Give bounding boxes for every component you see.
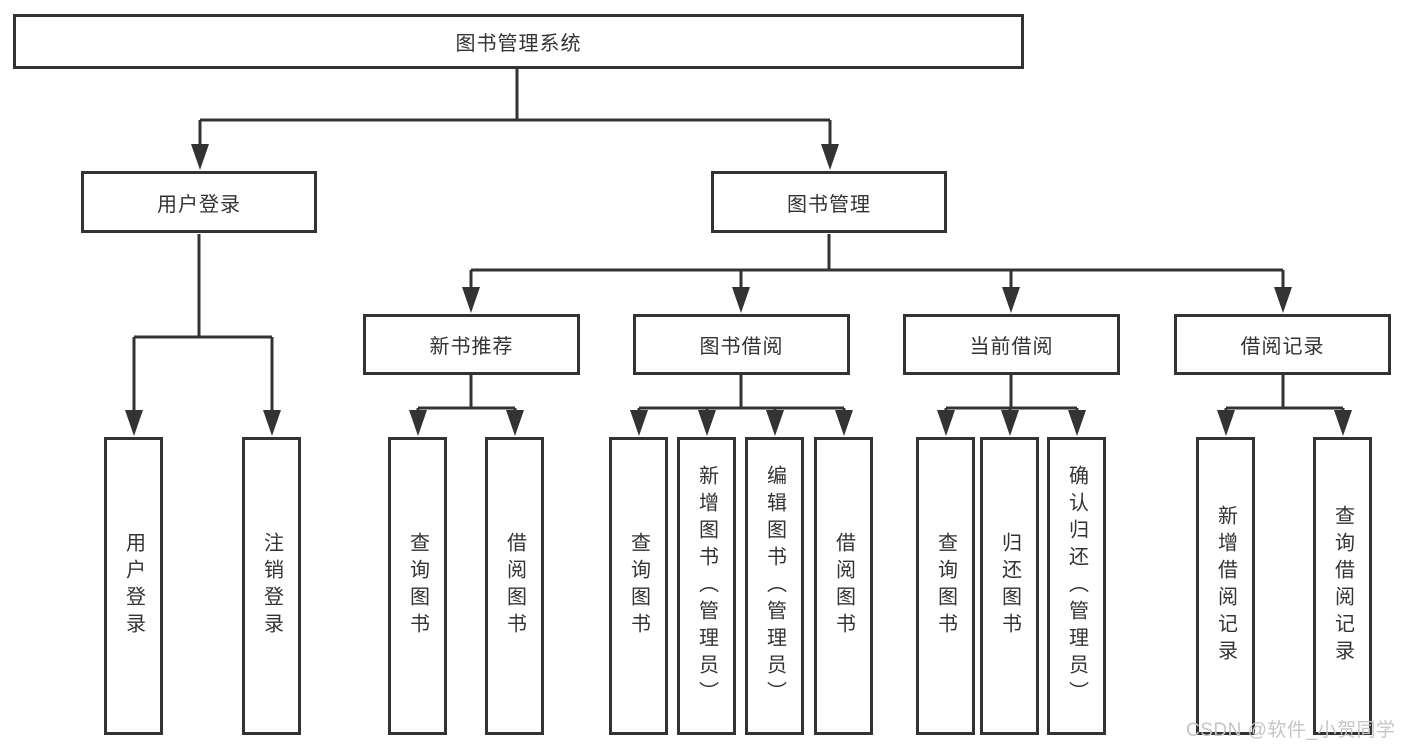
node-current-borrowing: 当前借阅 [903, 314, 1120, 375]
node-label: 新增借阅记录 [1214, 505, 1237, 667]
leaf-query-books-borrowing: 查询图书 [609, 437, 668, 735]
arrow-icon [732, 287, 750, 313]
node-borrowing-records: 借阅记录 [1174, 314, 1391, 375]
node-label: 查询图书 [934, 532, 957, 640]
arrow-icon [630, 410, 648, 436]
arrow-icon [1002, 287, 1020, 313]
node-new-book-recommendation: 新书推荐 [363, 314, 580, 375]
node-label: 新书推荐 [429, 336, 514, 358]
arrow-icon [821, 144, 839, 170]
node-label: 查询借阅记录 [1331, 505, 1354, 667]
arrow-icon [462, 287, 480, 313]
node-label: 用户登录 [122, 532, 145, 640]
arrow-icon [409, 410, 427, 436]
leaf-confirm-return-admin: 确认归还（管理员） [1047, 437, 1106, 735]
node-label: 图书管理系统 [455, 33, 582, 55]
node-label: 注销登录 [260, 532, 283, 640]
node-user-login: 用户登录 [81, 171, 317, 233]
arrow-icon [937, 410, 955, 436]
arrow-icon [835, 410, 853, 436]
leaf-query-books-current: 查询图书 [916, 437, 975, 735]
node-label: 借阅图书 [832, 532, 855, 640]
leaf-edit-books-admin: 编辑图书（管理员） [745, 437, 804, 735]
node-label: 当前借阅 [969, 336, 1054, 358]
leaf-logout: 注销登录 [242, 437, 301, 735]
arrow-icon [1068, 410, 1086, 436]
node-label: 借阅图书 [503, 532, 526, 640]
csdn-watermark: CSDN @软件_小贺同学 [1186, 720, 1396, 741]
node-label: 查询图书 [627, 532, 650, 640]
connector-current-to-leaves [944, 375, 1079, 412]
connector-bookmgmt-to-l3 [469, 234, 1285, 289]
connector-userlogin-to-leaves [132, 234, 274, 412]
arrow-icon [766, 410, 784, 436]
arrowheads [125, 144, 1352, 436]
arrow-icon [125, 410, 143, 436]
arrow-icon [1001, 410, 1019, 436]
node-label: 新增图书（管理员） [695, 464, 718, 708]
leaf-return-books: 归还图书 [980, 437, 1039, 735]
arrow-icon [698, 410, 716, 436]
leaf-add-borrow-record: 新增借阅记录 [1196, 437, 1255, 735]
arrow-icon [506, 410, 524, 436]
leaf-borrow-books-recommend: 借阅图书 [485, 437, 544, 735]
node-label: 图书借阅 [699, 336, 784, 358]
node-library-management-system: 图书管理系统 [13, 14, 1024, 69]
node-label: 确认归还（管理员） [1065, 464, 1088, 708]
connector-borrowing-to-leaves [637, 375, 846, 412]
arrow-icon [1217, 410, 1235, 436]
node-label: 借阅记录 [1240, 336, 1325, 358]
node-label: 编辑图书（管理员） [763, 464, 786, 708]
leaf-borrow-books-borrowing: 借阅图书 [814, 437, 873, 735]
node-book-borrowing: 图书借阅 [633, 314, 850, 375]
arrow-icon [1334, 410, 1352, 436]
connector-root-to-l2 [198, 69, 832, 146]
arrow-icon [191, 144, 209, 170]
node-label: 归还图书 [998, 532, 1021, 640]
arrow-icon [1274, 287, 1292, 313]
connector-recommend-to-leaves [416, 375, 517, 412]
leaf-query-books-recommend: 查询图书 [388, 437, 447, 735]
node-label: 用户登录 [157, 193, 241, 216]
connector-records-to-leaves [1224, 375, 1345, 412]
node-label: 图书管理 [787, 193, 871, 216]
leaf-add-books-admin: 新增图书（管理员） [677, 437, 736, 735]
arrow-icon [263, 410, 281, 436]
leaf-user-login: 用户登录 [104, 437, 163, 735]
leaf-query-borrow-record: 查询借阅记录 [1313, 437, 1372, 735]
node-book-management: 图书管理 [711, 171, 947, 233]
node-label: 查询图书 [406, 532, 429, 640]
